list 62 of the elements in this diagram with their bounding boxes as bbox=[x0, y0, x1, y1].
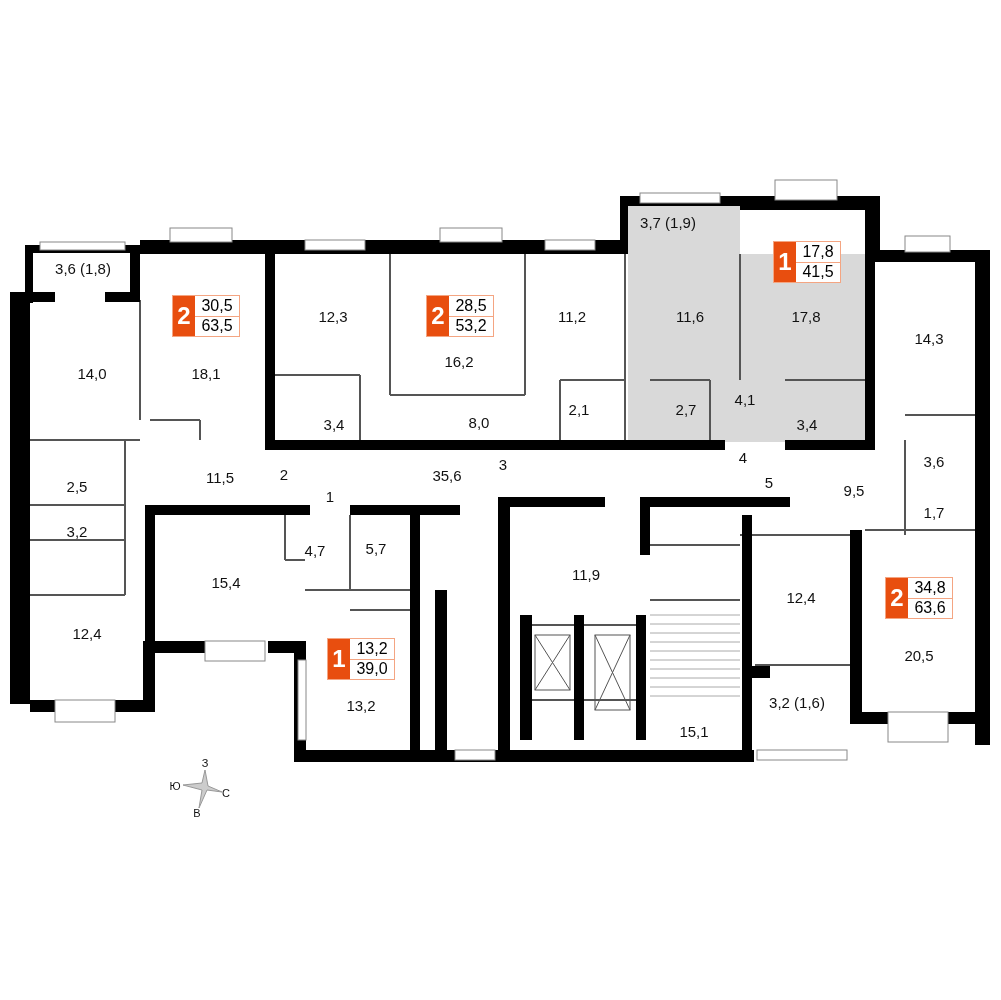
apartment-badge bbox=[773, 241, 841, 283]
compass-letter: В bbox=[193, 807, 201, 819]
room-area: 11,9 bbox=[571, 565, 601, 583]
total-area: 39,0 bbox=[350, 659, 394, 679]
total-area: 63,5 bbox=[195, 316, 239, 336]
room-area: 3,4 bbox=[796, 415, 818, 433]
room-area: 8,0 bbox=[468, 413, 490, 431]
room-area: 15,4 bbox=[211, 573, 241, 591]
room-area: 5 bbox=[764, 473, 774, 491]
room-area: 20,5 bbox=[904, 646, 934, 664]
room-area: 12,3 bbox=[318, 307, 348, 325]
room-count: 2 bbox=[173, 296, 195, 336]
room-area: 3,2 bbox=[66, 522, 88, 540]
room-area: 18,1 bbox=[191, 364, 221, 382]
room-area: 4 bbox=[738, 448, 748, 466]
room-area: 3,4 bbox=[323, 415, 345, 433]
room-area: 4,1 bbox=[734, 390, 756, 408]
room-area: 5,7 bbox=[365, 539, 387, 557]
room-count: 1 bbox=[774, 242, 796, 282]
living-area: 17,8 bbox=[796, 242, 840, 263]
apartment-badge bbox=[327, 638, 395, 680]
room-area: 35,6 bbox=[432, 466, 462, 484]
total-area: 53,2 bbox=[449, 316, 493, 336]
room-area: 11,5 bbox=[205, 468, 235, 486]
room-area: 9,5 bbox=[843, 481, 865, 499]
room-area: 2,5 bbox=[66, 477, 88, 495]
room-count: 2 bbox=[427, 296, 449, 336]
compass-letter: Ю bbox=[169, 780, 181, 792]
room-area: 2 bbox=[279, 465, 289, 483]
room-area: 15,1 bbox=[679, 722, 709, 740]
room-area: 3,6 bbox=[923, 452, 945, 470]
room-area: 1,7 bbox=[923, 503, 945, 521]
room-area: 3,2 (1,6) bbox=[769, 693, 825, 711]
apartment-badge bbox=[885, 577, 953, 619]
room-area: 1 bbox=[325, 487, 335, 505]
room-area: 13,2 bbox=[346, 696, 376, 714]
room-area: 2,1 bbox=[568, 400, 590, 418]
room-area: 3,6 (1,8) bbox=[55, 259, 111, 277]
living-area: 34,8 bbox=[908, 578, 952, 599]
room-area: 12,4 bbox=[786, 588, 816, 606]
room-count: 2 bbox=[886, 578, 908, 618]
room-area: 11,6 bbox=[675, 307, 705, 325]
room-area: 12,4 bbox=[72, 624, 102, 642]
total-area: 41,5 bbox=[796, 262, 840, 282]
room-area: 3 bbox=[498, 455, 508, 473]
compass-letter: З bbox=[201, 757, 209, 769]
living-area: 28,5 bbox=[449, 296, 493, 317]
room-area: 11,2 bbox=[557, 307, 587, 325]
total-area: 63,6 bbox=[908, 598, 952, 618]
room-area: 14,0 bbox=[77, 364, 107, 382]
room-area: 4,7 bbox=[304, 541, 326, 559]
living-area: 30,5 bbox=[195, 296, 239, 317]
room-area: 2,7 bbox=[675, 400, 697, 418]
living-area: 13,2 bbox=[350, 639, 394, 660]
room-area: 16,2 bbox=[444, 352, 474, 370]
room-area: 17,8 bbox=[791, 307, 821, 325]
room-count: 1 bbox=[328, 639, 350, 679]
room-area: 14,3 bbox=[914, 329, 944, 347]
room-area: 3,7 (1,9) bbox=[640, 213, 696, 231]
apartment-badge bbox=[172, 295, 240, 337]
apartment-badge bbox=[426, 295, 494, 337]
compass-letter: С bbox=[222, 787, 230, 799]
